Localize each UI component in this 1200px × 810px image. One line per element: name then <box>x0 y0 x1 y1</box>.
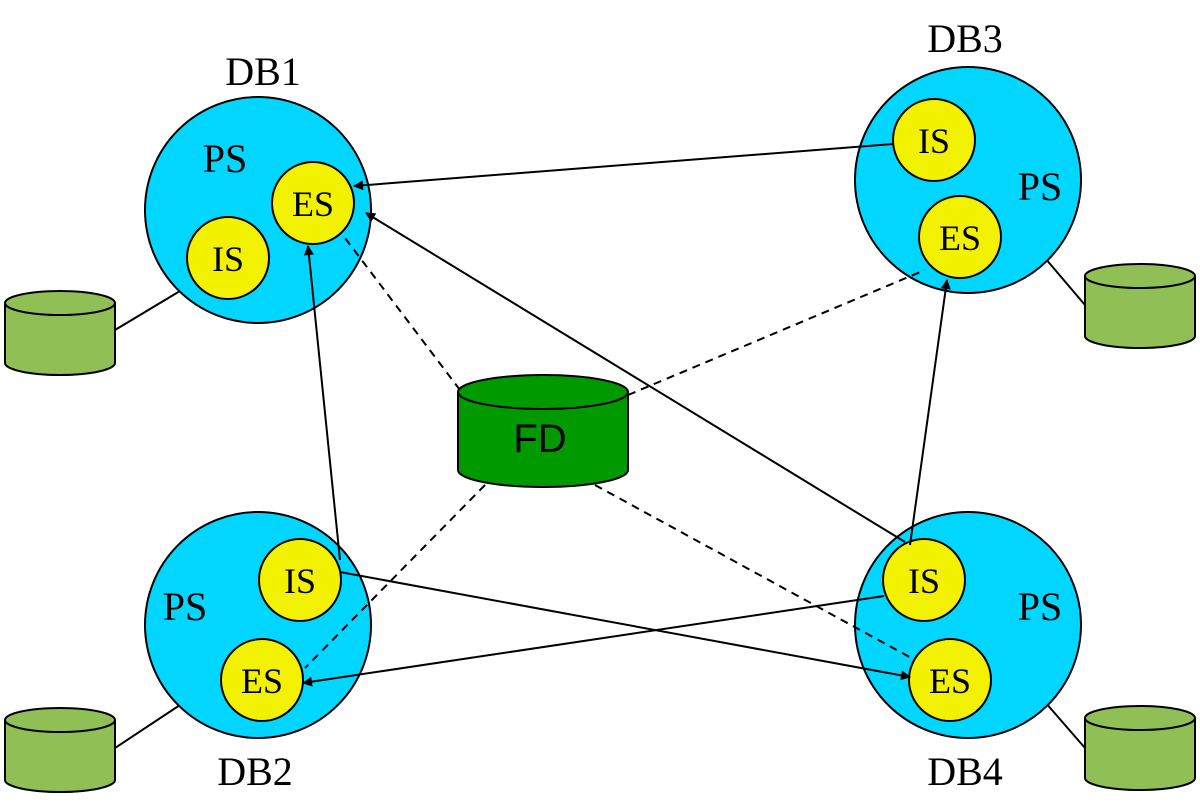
db3-is-circle <box>892 98 976 182</box>
arrow-db2is-to-db4es <box>339 571 911 681</box>
db4-storage-cylinder <box>1084 705 1196 791</box>
fd-link-db2 <box>304 484 486 669</box>
db3-storage-connector <box>1044 257 1086 306</box>
db2-es-label: ES <box>241 661 283 701</box>
db2-label: DB2 <box>217 749 293 794</box>
fd-link-db1 <box>344 237 461 391</box>
fd-database-cylinder: FD <box>457 374 629 488</box>
fd-link-db4 <box>594 484 916 661</box>
db3-es-circle <box>918 195 1002 279</box>
db4-ps-label: PS <box>1018 584 1063 629</box>
db4-storage-connector <box>1044 701 1086 749</box>
arrow-db2is-to-db1es <box>303 245 341 561</box>
arrow-db4is-to-db1es <box>365 212 906 543</box>
db1-storage-connector <box>114 287 186 331</box>
db3-is-label: IS <box>918 121 950 161</box>
arrow-db4is-to-db2es <box>302 595 885 687</box>
db4-label: DB4 <box>927 749 1003 794</box>
db4-is-label: IS <box>908 561 940 601</box>
db1-is-circle <box>186 216 270 300</box>
fd-label: FD <box>513 417 566 461</box>
db2-is-label: IS <box>284 561 316 601</box>
db3-es-label: ES <box>939 218 981 258</box>
db2-storage-cylinder <box>4 707 116 793</box>
db2-storage-connector <box>114 704 181 749</box>
db3-storage-cylinder <box>1084 263 1196 349</box>
db1-is-label: IS <box>212 239 244 279</box>
db2-ps-label: PS <box>163 584 208 629</box>
db1-label: DB1 <box>225 49 301 94</box>
db3-label: DB3 <box>927 16 1003 61</box>
fd-link-db3 <box>627 269 926 396</box>
db1-storage-cylinder <box>4 290 116 376</box>
db2-is-circle <box>258 538 342 622</box>
db1-es-circle <box>271 161 355 245</box>
arrow-db4is-to-db3es <box>909 279 951 546</box>
arrow-db3is-to-db1es <box>353 143 894 191</box>
db4-es-label: ES <box>929 661 971 701</box>
db1-es-label: ES <box>292 184 334 224</box>
db1-ps-label: PS <box>203 136 248 181</box>
db4-is-circle <box>882 538 966 622</box>
db3-ps-label: PS <box>1018 164 1063 209</box>
